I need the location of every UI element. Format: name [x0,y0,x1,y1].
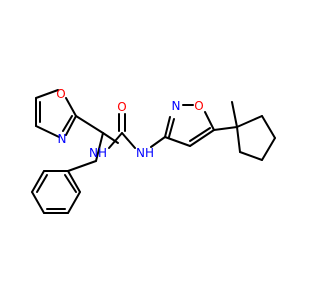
bond-c2-ch [75,115,104,134]
isoxazole-nitrogen-label: N [172,99,181,113]
urea-nh-right-label: NH [136,146,154,160]
bond-ch2-phenyl [67,160,97,172]
bond-nh-isoxazole [150,136,166,148]
bond-cp-2 [261,115,276,139]
isoxazole-oxygen-label: O [194,99,203,113]
bond-c2-n3-double [62,115,73,132]
urea-group [108,113,166,149]
bond-ch-ch2 [95,132,104,162]
bond-c2-n3 [65,115,77,136]
isoxazole-ring [164,104,215,147]
bond-cp-1 [236,115,263,128]
bond-cp-5 [236,126,241,153]
bond-cp-4 [239,151,263,161]
methylcyclopentyl-group [213,101,276,161]
oxazole-oxygen-label: O [56,87,65,101]
bond-ph-3 [31,191,45,214]
phenyl-ring [31,170,81,214]
backbone-chain [67,115,119,172]
oxazole-nitrogen-label: N [58,132,67,146]
bond-c4-c3 [164,136,191,147]
bond-c5-c4-double [189,127,211,142]
bond-c5-quaternary [213,126,238,131]
bond-co-nh-right [121,132,136,149]
bond-c3-n2 [164,116,171,138]
bond-ph-2 [31,170,45,193]
bond-c3-n2-double [168,118,175,138]
bond-nh-co-left [108,132,123,149]
bond-ph-6-double [64,174,77,193]
urea-oxygen-label: O [117,100,126,114]
molecule-diagram: O N NH O NH N O [31,87,276,214]
bond-c2-o1 [65,97,77,117]
bond-methyl [231,101,238,128]
bond-ph-2-double [36,174,48,193]
bond-c5-c4 [189,129,215,147]
bond-ph-5 [67,191,81,214]
structure-svg: O N NH O NH N O [31,87,276,214]
oxazole-ring [35,89,77,138]
urea-nh-left-label: NH [89,146,107,160]
bond-n3-c4 [35,125,60,138]
bond-cp-3 [261,137,276,161]
bond-c5-o1 [35,89,59,99]
bond-ph-6 [67,170,81,193]
bond-o1-c5 [204,111,215,131]
